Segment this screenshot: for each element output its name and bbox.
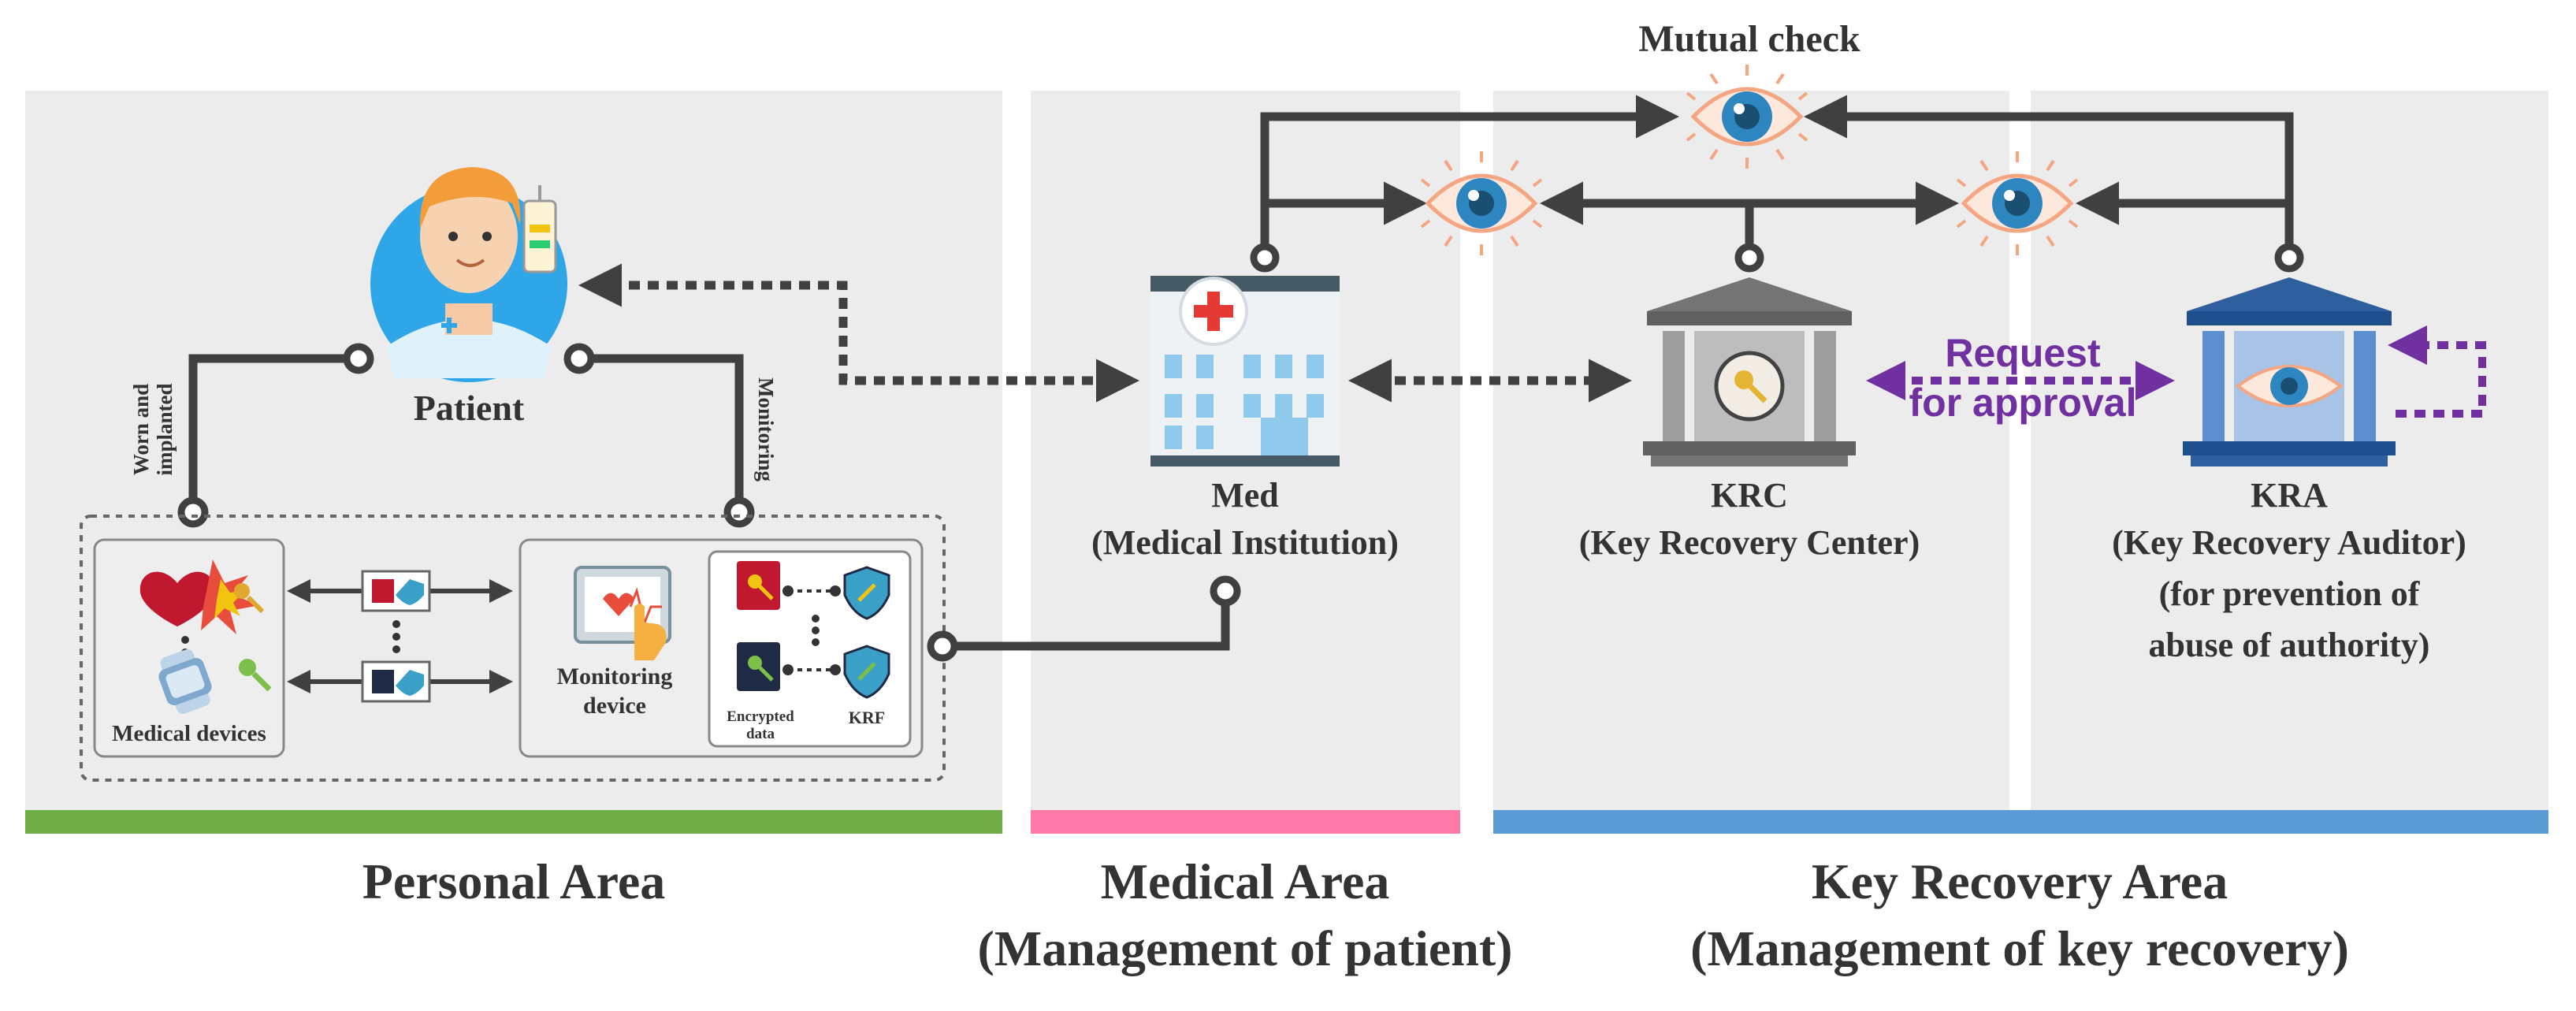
worn-label-line1: Worn and (129, 384, 153, 475)
request-label-line2: for approval (1909, 381, 2137, 425)
med-top-port (1250, 243, 1280, 273)
kra-name-label: KRA (2251, 476, 2328, 515)
mutual-check-label: Mutual check (1638, 18, 1860, 60)
vertical-dots-icon (812, 615, 820, 646)
patient-right-port (563, 343, 595, 374)
red-encrypted-key-icon (737, 561, 780, 610)
kra-self-loop-arrow (2388, 325, 2486, 418)
krc-name-label: KRC (1711, 476, 1788, 515)
medical-area-title-line1: Medical Area (1101, 853, 1390, 909)
key-recovery-area-title-line2: (Management of key recovery) (1690, 920, 2349, 976)
device-port (927, 630, 958, 662)
personal-area-title: Personal Area (362, 853, 666, 909)
devices-left-port (177, 496, 209, 528)
med-name-label: Med (1211, 476, 1279, 515)
krf-shield-icon (843, 566, 890, 620)
encrypted-packet-icon (361, 570, 431, 612)
monitoring-label: Monitoring (754, 377, 778, 481)
mutual-check-connectors (1260, 95, 2294, 254)
krf-label: KRF (849, 708, 885, 727)
worn-connector (188, 354, 359, 511)
eye-icon (1686, 65, 1808, 169)
krc-bank-icon (1643, 277, 1856, 466)
kra-bank-icon (2183, 277, 2396, 466)
encrypted-data-label-line2: data (746, 726, 775, 742)
personal-area-bar (25, 810, 1002, 834)
medical-area-title-line2: (Management of patient) (978, 920, 1513, 976)
devices-container (80, 515, 946, 782)
encrypted-packet-icon (361, 660, 431, 703)
krf-shield-icon (843, 645, 890, 699)
krc-top-port (1734, 243, 1764, 273)
kra-full-label: (Key Recovery Auditor) (2112, 523, 2466, 562)
tablet-monitor-icon (574, 566, 671, 660)
patient-label: Patient (414, 388, 525, 428)
medical-devices-label: Medical devices (112, 721, 266, 746)
med-bottom-port (1210, 575, 1241, 607)
hospital-icon (1150, 276, 1340, 466)
devices-right-port (723, 496, 755, 528)
green-key-icon (239, 659, 272, 692)
patient-med-dotted-arrow (578, 263, 1139, 403)
smartwatch-icon (158, 649, 212, 714)
krc-full-label: (Key Recovery Center) (1579, 523, 1920, 562)
device-med-connector (944, 591, 1230, 651)
key-recovery-area-bar (1493, 810, 2548, 834)
heart-device-icon (139, 559, 260, 634)
patient-avatar (370, 167, 567, 382)
worn-label-line2: implanted (153, 383, 177, 475)
kra-note-line1: (for prevention of (2159, 574, 2421, 613)
encrypted-data-label-line1: Encrypted (727, 708, 794, 725)
kra-note-line2: abuse of authority) (2149, 626, 2430, 664)
key-recovery-area-title-line1: Key Recovery Area (1812, 853, 2228, 909)
eye-icon (1956, 151, 2079, 255)
request-label-line1: Request (1945, 331, 2101, 375)
dark-encrypted-key-icon (737, 642, 780, 691)
monitoring-device-label-line1: Monitoring (557, 663, 673, 689)
kra-top-port (2274, 243, 2304, 273)
monitoring-device-label-line2: device (583, 693, 646, 719)
vertical-dots-icon (392, 620, 400, 653)
medical-area-bar (1031, 810, 1460, 834)
med-full-label: (Medical Institution) (1091, 523, 1399, 562)
eye-icon (1420, 151, 1543, 255)
gold-key-icon (234, 583, 265, 614)
patient-left-port (343, 343, 374, 374)
